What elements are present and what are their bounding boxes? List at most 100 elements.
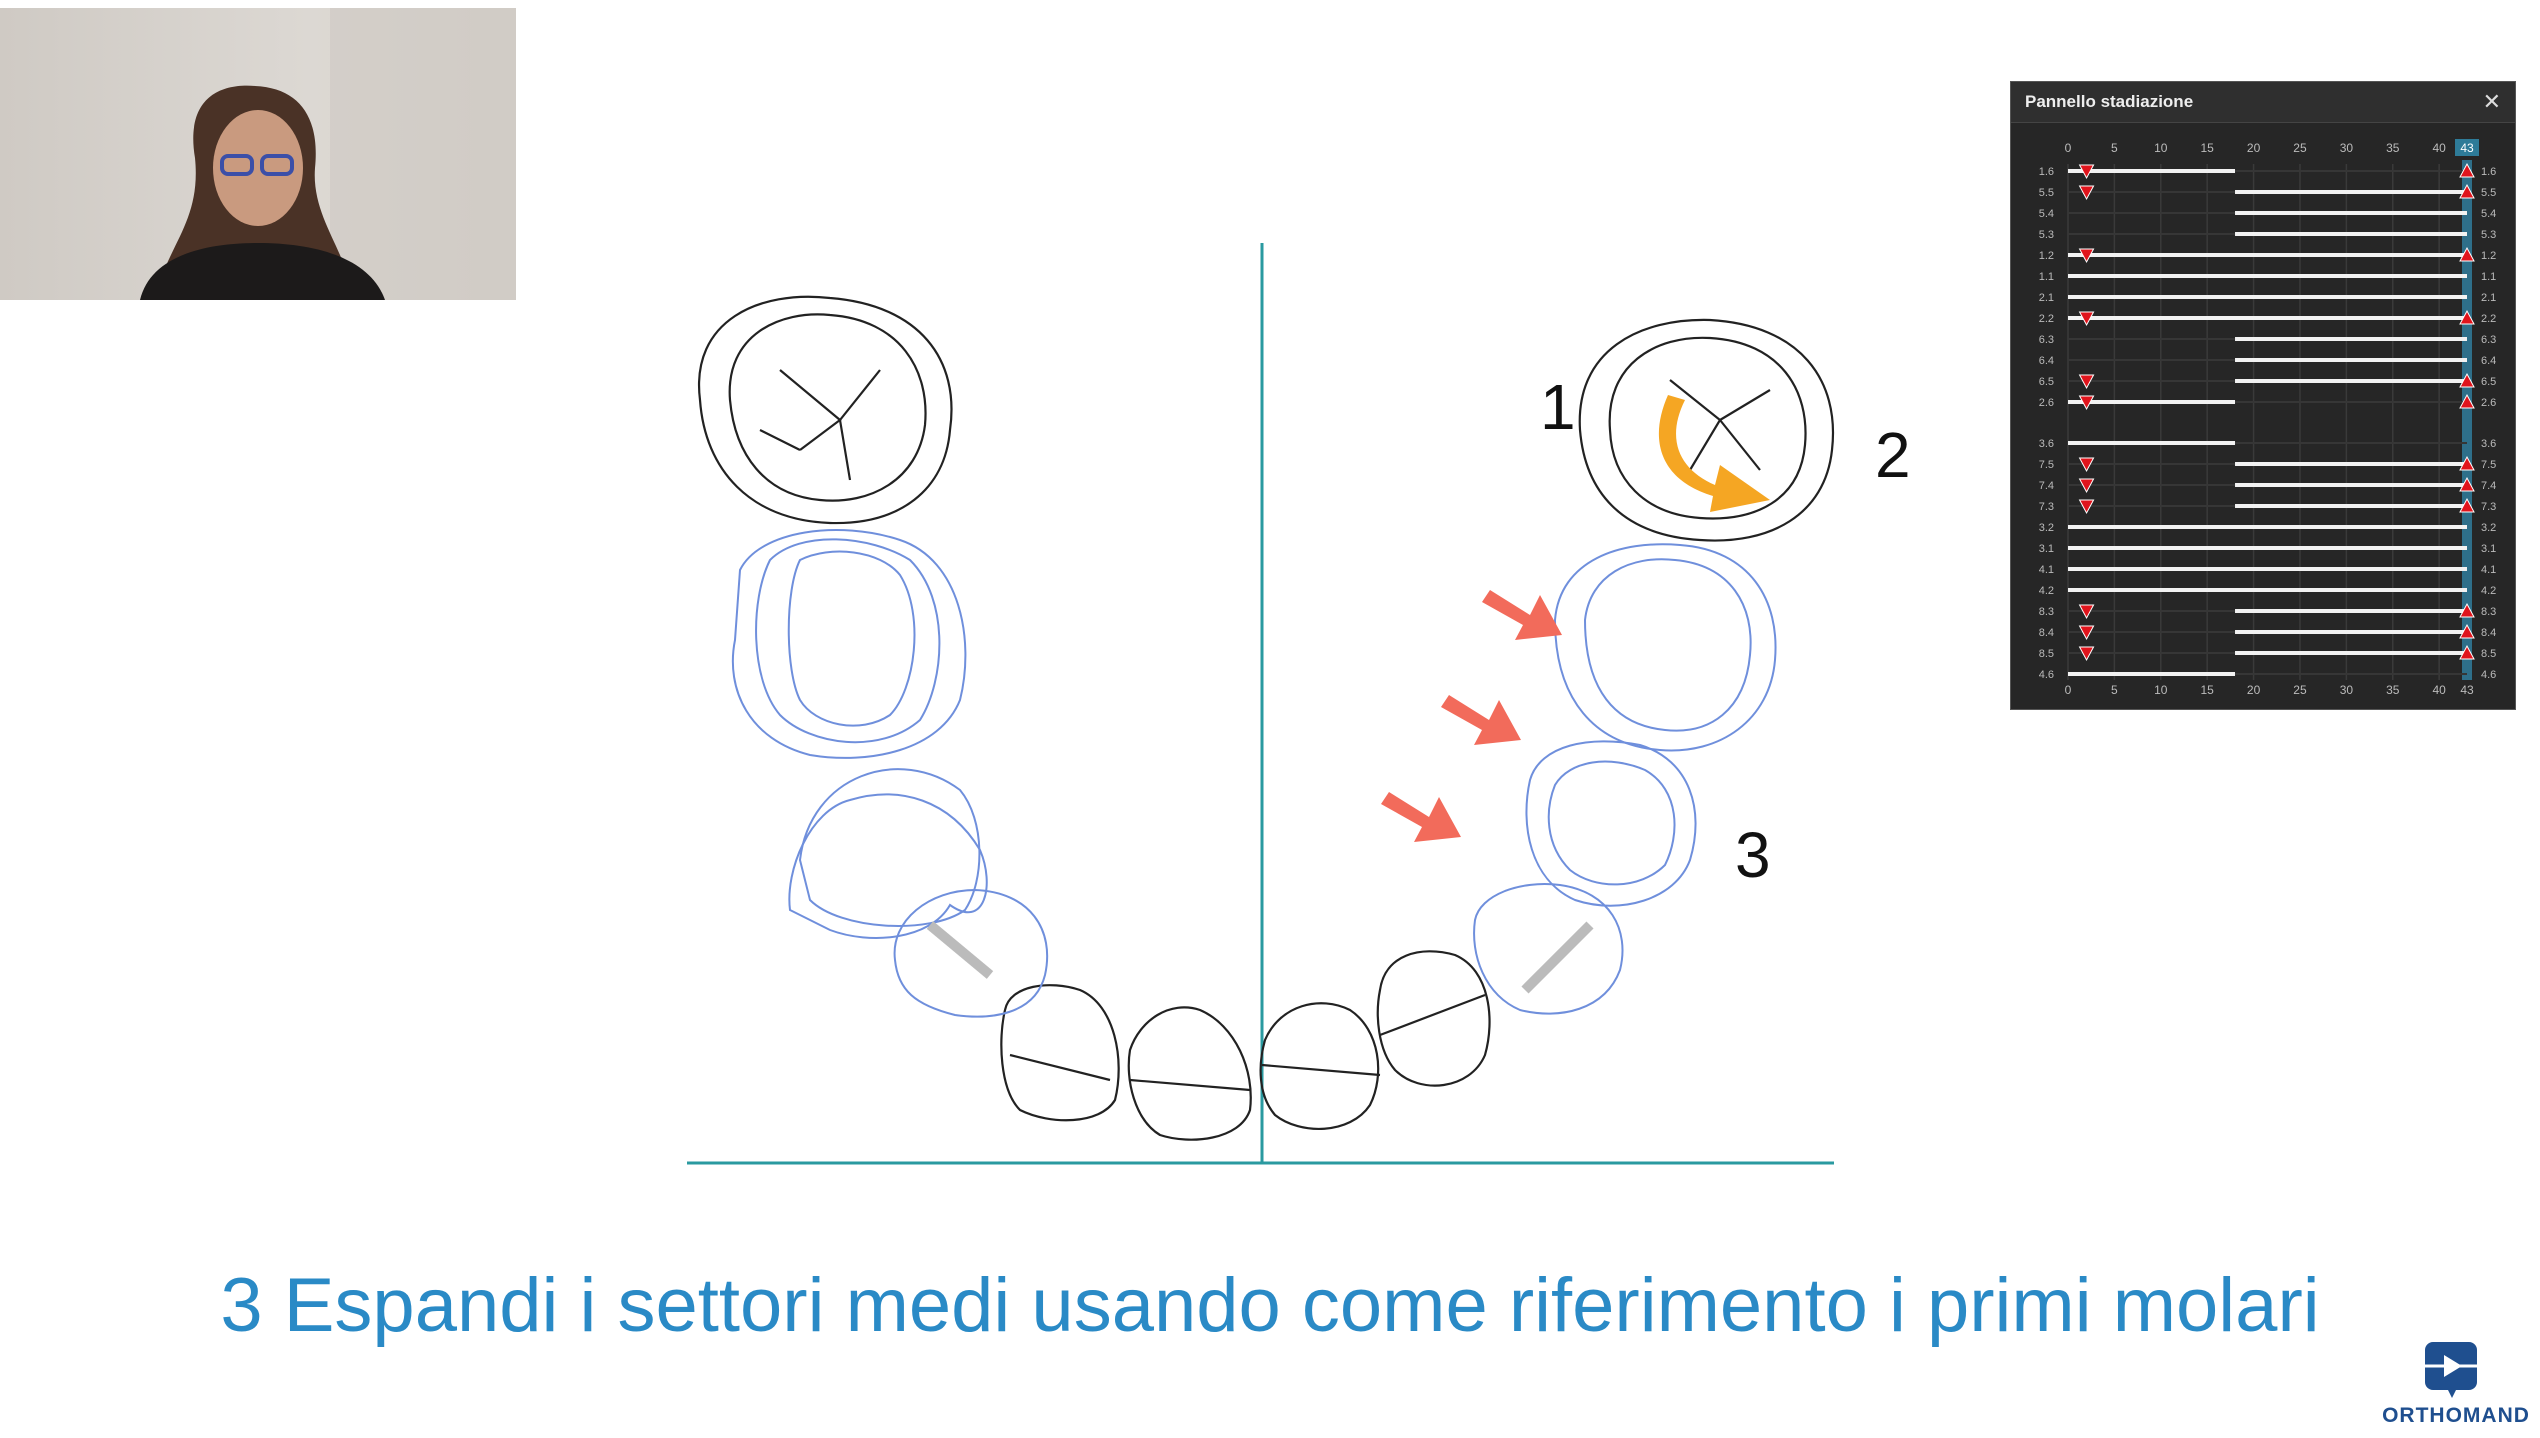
start-marker-icon [2078,164,2095,180]
start-marker-icon [2078,248,2095,264]
tooth-label-right: 7.4 [2481,480,2496,492]
tooth-left-incisor-2 [1000,984,1120,1122]
panel-header: Pannello stadiazione ✕ [2011,82,2515,123]
end-marker-icon [2459,246,2475,262]
bottom-tick-label: 0 [2065,683,2072,697]
tooth-label-left: 2.1 [2039,292,2054,304]
tooth-left-incisor-1 [1127,1006,1252,1141]
tooth-label-left: 7.3 [2039,501,2054,513]
tooth-label-right: 5.5 [2481,187,2496,199]
top-tick-label: 25 [2293,141,2307,155]
tooth-label-left: 1.6 [2039,166,2054,178]
tooth-label-right: 7.5 [2481,459,2496,471]
tooth-label-right: 2.1 [2481,292,2496,304]
top-tick-label: 30 [2340,141,2354,155]
tooth-label-right: 8.5 [2481,648,2496,660]
tooth-label-left: 2.6 [2039,397,2054,409]
tooth-label-right: 5.4 [2481,208,2496,220]
top-tick-label: 35 [2386,141,2400,155]
presenter-icon [140,8,516,300]
tooth-label-left: 6.3 [2039,334,2054,346]
label-1: 1 [1540,371,1576,443]
tooth-label-right: 3.1 [2481,543,2496,555]
bottom-tick-label: 5 [2111,683,2118,697]
tooth-label-right: 3.6 [2481,438,2496,450]
tooth-label-right: 1.6 [2481,166,2496,178]
tooth-label-left: 3.2 [2039,522,2054,534]
tooth-label-left: 5.3 [2039,229,2054,241]
start-marker-icon [2078,478,2095,494]
top-tick-label: 0 [2065,141,2072,155]
label-2: 2 [1875,419,1911,491]
tooth-label-right: 1.1 [2481,271,2496,283]
end-marker-icon [2459,623,2475,639]
tooth-label-right: 6.5 [2481,376,2496,388]
top-tick-label: 20 [2247,141,2261,155]
tooth-label-right: 6.3 [2481,334,2496,346]
panel-title: Pannello stadiazione [2025,92,2194,111]
close-icon[interactable]: ✕ [2482,89,2501,114]
end-marker-icon [2459,183,2475,199]
start-marker-icon [2078,374,2095,390]
tooth-label-right: 5.3 [2481,229,2496,241]
top-tick-label: 10 [2154,141,2168,155]
tooth-label-left: 8.4 [2039,627,2054,639]
rotation-arrow-icon [1658,395,1770,512]
bottom-tick-label: 10 [2154,683,2168,697]
staging-chart[interactable]: 0 5 10 15 20 25 30 35 40 0 5 10 15 20 25 30 35 40 43 43 1.6 1… [2011,82,2517,711]
tooth-right-incisor-2 [1376,950,1491,1087]
top-tick-label: 40 [2432,141,2446,155]
end-marker-icon [2459,309,2475,325]
tooth-label-right: 2.6 [2481,397,2496,409]
label-3: 3 [1735,819,1771,891]
start-marker-icon [2078,499,2095,515]
bottom-tick-label: 43 [2460,683,2474,697]
current-stage-column [2462,160,2472,680]
tooth-label-left: 8.5 [2039,648,2054,660]
orthomand-logo: ORTHOMAND [2376,1340,2529,1435]
tooth-label-right: 2.2 [2481,313,2496,325]
tooth-label-right: 6.4 [2481,355,2496,367]
tooth-label-left: 2.2 [2039,313,2054,325]
start-marker-icon [2078,457,2095,473]
current-stage-label: 43 [2460,141,2474,155]
play-logo-icon [2425,1342,2477,1398]
tooth-label-left: 1.2 [2039,250,2054,262]
tooth-right-incisor-1 [1259,1002,1380,1131]
tooth-label-left: 7.5 [2039,459,2054,471]
start-marker-icon [2078,646,2095,662]
bottom-tick-label: 20 [2247,683,2261,697]
end-marker-icon [2459,372,2475,388]
tooth-left-premolar-blue [731,529,967,759]
tooth-label-right: 8.4 [2481,627,2496,639]
tooth-label-left: 3.1 [2039,543,2054,555]
end-marker-icon [2459,476,2475,492]
start-marker-icon [2078,395,2095,411]
tooth-left-molar [697,295,953,525]
bottom-tick-label: 15 [2201,683,2215,697]
start-marker-icon [2078,604,2095,620]
top-tick-label: 15 [2201,141,2215,155]
tooth-label-left: 5.5 [2039,187,2054,199]
tooth-label-left: 8.3 [2039,606,2054,618]
tooth-label-left: 4.2 [2039,585,2054,597]
bottom-tick-label: 25 [2293,683,2307,697]
start-marker-icon [2078,625,2095,641]
tooth-label-right: 4.1 [2481,564,2496,576]
tooth-label-right: 1.2 [2481,250,2496,262]
tooth-label-left: 3.6 [2039,438,2054,450]
tooth-label-right: 3.2 [2481,522,2496,534]
bottom-tick-label: 35 [2386,683,2400,697]
start-marker-icon [2078,185,2095,201]
tooth-label-right: 8.3 [2481,606,2496,618]
end-marker-icon [2459,497,2475,513]
bottom-tick-label: 40 [2432,683,2446,697]
tooth-label-left: 7.4 [2039,480,2054,492]
bottom-tick-label: 30 [2340,683,2354,697]
top-tick-label: 5 [2111,141,2118,155]
tooth-label-right: 4.6 [2481,669,2496,681]
slide-caption: 3 Espandi i settori medi usando come rif… [220,1263,2320,1348]
tooth-label-left: 5.4 [2039,208,2054,220]
